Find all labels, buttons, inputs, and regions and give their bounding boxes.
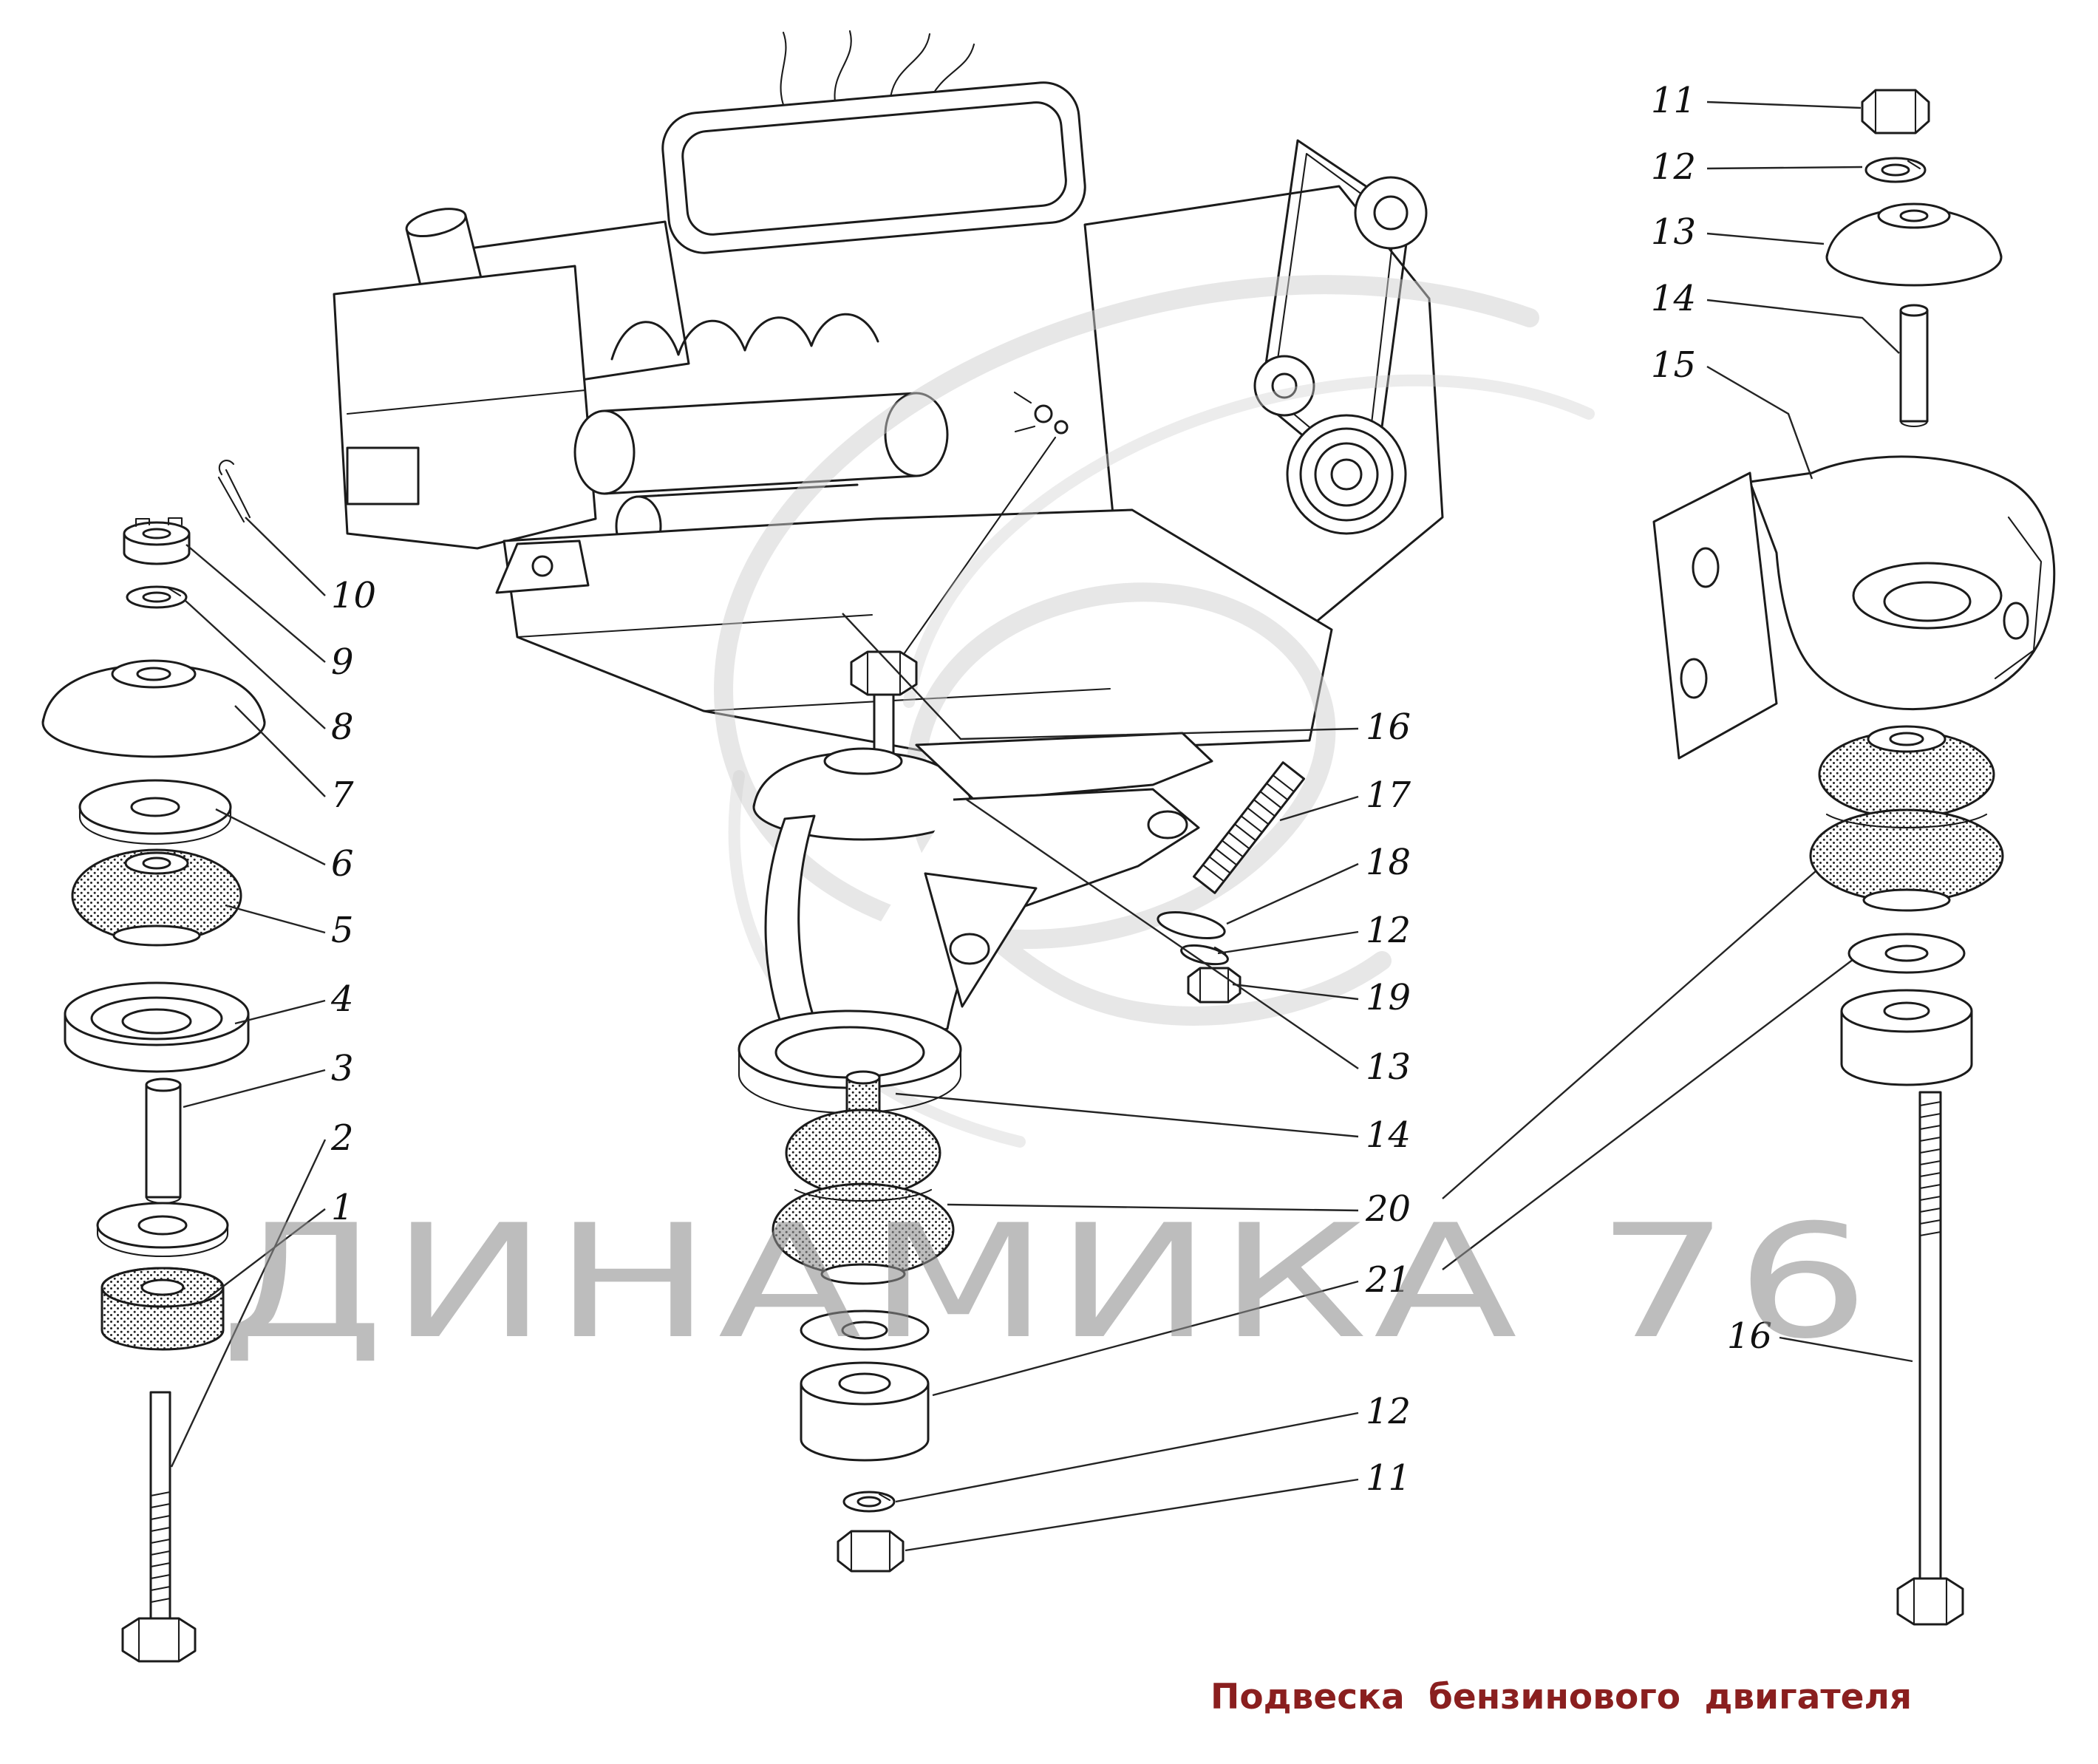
- center-lock-washer: [842, 1491, 896, 1513]
- callout-left-6: 6: [331, 843, 354, 885]
- watermark-text: ДИНАМИКА 76: [220, 1191, 1876, 1373]
- right-washer: [1847, 933, 1966, 974]
- left-leader-lines: [170, 517, 327, 1468]
- callout-right-13: 13: [1651, 211, 1696, 253]
- callout-mid-19: 19: [1366, 977, 1411, 1018]
- center-cap: [752, 747, 974, 841]
- right-cushion-stack: [1809, 725, 2004, 912]
- cotter-pin: [217, 460, 251, 523]
- callout-mid-21: 21: [1365, 1259, 1411, 1301]
- callout-left-8: 8: [331, 706, 354, 748]
- callout-right-14: 14: [1651, 278, 1696, 319]
- stud-washer: [1157, 910, 1226, 940]
- callout-mid-13: 13: [1366, 1046, 1411, 1088]
- mount-cap: [41, 659, 266, 758]
- callout-mid-18: 18: [1366, 842, 1411, 883]
- callout-mid-20: 20: [1365, 1188, 1411, 1230]
- stud-nut: [1187, 967, 1242, 1004]
- lower-cushion: [101, 1267, 225, 1351]
- callout-mid-12: 12: [1366, 910, 1411, 951]
- mount-bracket: [738, 732, 1213, 1114]
- left-parts-stack: 10 9 8 7 6 5 4 3 2 1: [41, 460, 376, 1663]
- right-mount-assembly: 11 12 13 14 15 16: [1651, 80, 2056, 1626]
- right-nut: [1861, 89, 1930, 134]
- callout-mid-17: 17: [1366, 774, 1411, 816]
- center-washer: [800, 1310, 930, 1351]
- middle-leader-lines: [842, 613, 1857, 1552]
- callout-right-12: 12: [1651, 146, 1696, 188]
- stud: [1192, 761, 1306, 894]
- bellows-cushion: [772, 1070, 955, 1285]
- callout-left-7: 7: [331, 774, 354, 816]
- center-mount-assembly: 16 17 18 12 19 13 14 20 21 12 11: [738, 613, 1857, 1573]
- callout-right-16: 16: [1727, 1315, 1772, 1357]
- callout-left-5: 5: [331, 910, 354, 951]
- lock-washer: [126, 585, 188, 609]
- callout-left-1: 1: [331, 1187, 354, 1228]
- callout-mid-11b: 11: [1366, 1457, 1411, 1499]
- center-lower-cushion: [800, 1361, 930, 1462]
- callout-left-2: 2: [330, 1117, 354, 1159]
- callout-left-10: 10: [331, 575, 376, 616]
- spacer-tube: [145, 1077, 182, 1205]
- flat-washer: [78, 779, 232, 845]
- callout-left-9: 9: [331, 641, 354, 683]
- callout-left-3: 3: [331, 1048, 354, 1089]
- mount-bolt: [121, 1391, 197, 1663]
- right-cap: [1825, 202, 2003, 287]
- rubber-cushion: [71, 848, 242, 947]
- diagram-title: Подвеска бензинового двигателя: [1210, 1677, 1912, 1717]
- center-nut: [837, 1530, 905, 1573]
- callout-right-15: 15: [1651, 344, 1696, 386]
- right-spacer-tube: [1899, 304, 1929, 428]
- right-leader-lines: [1706, 101, 1913, 1363]
- callout-mid-16: 16: [1366, 706, 1411, 748]
- callout-right-11: 11: [1651, 80, 1696, 121]
- right-thick-washer: [1840, 989, 1973, 1086]
- support-cup: [64, 981, 250, 1073]
- right-bracket: [1652, 455, 2056, 760]
- castle-nut: [123, 517, 191, 565]
- plain-washer: [96, 1202, 229, 1258]
- callout-left-4: 4: [330, 978, 354, 1020]
- stud-lock-washer: [1180, 944, 1229, 966]
- right-bolt: [1896, 1091, 1964, 1626]
- callout-mid-12b: 12: [1366, 1391, 1411, 1432]
- right-lock-washer: [1864, 157, 1927, 183]
- callout-mid-14: 14: [1366, 1114, 1411, 1156]
